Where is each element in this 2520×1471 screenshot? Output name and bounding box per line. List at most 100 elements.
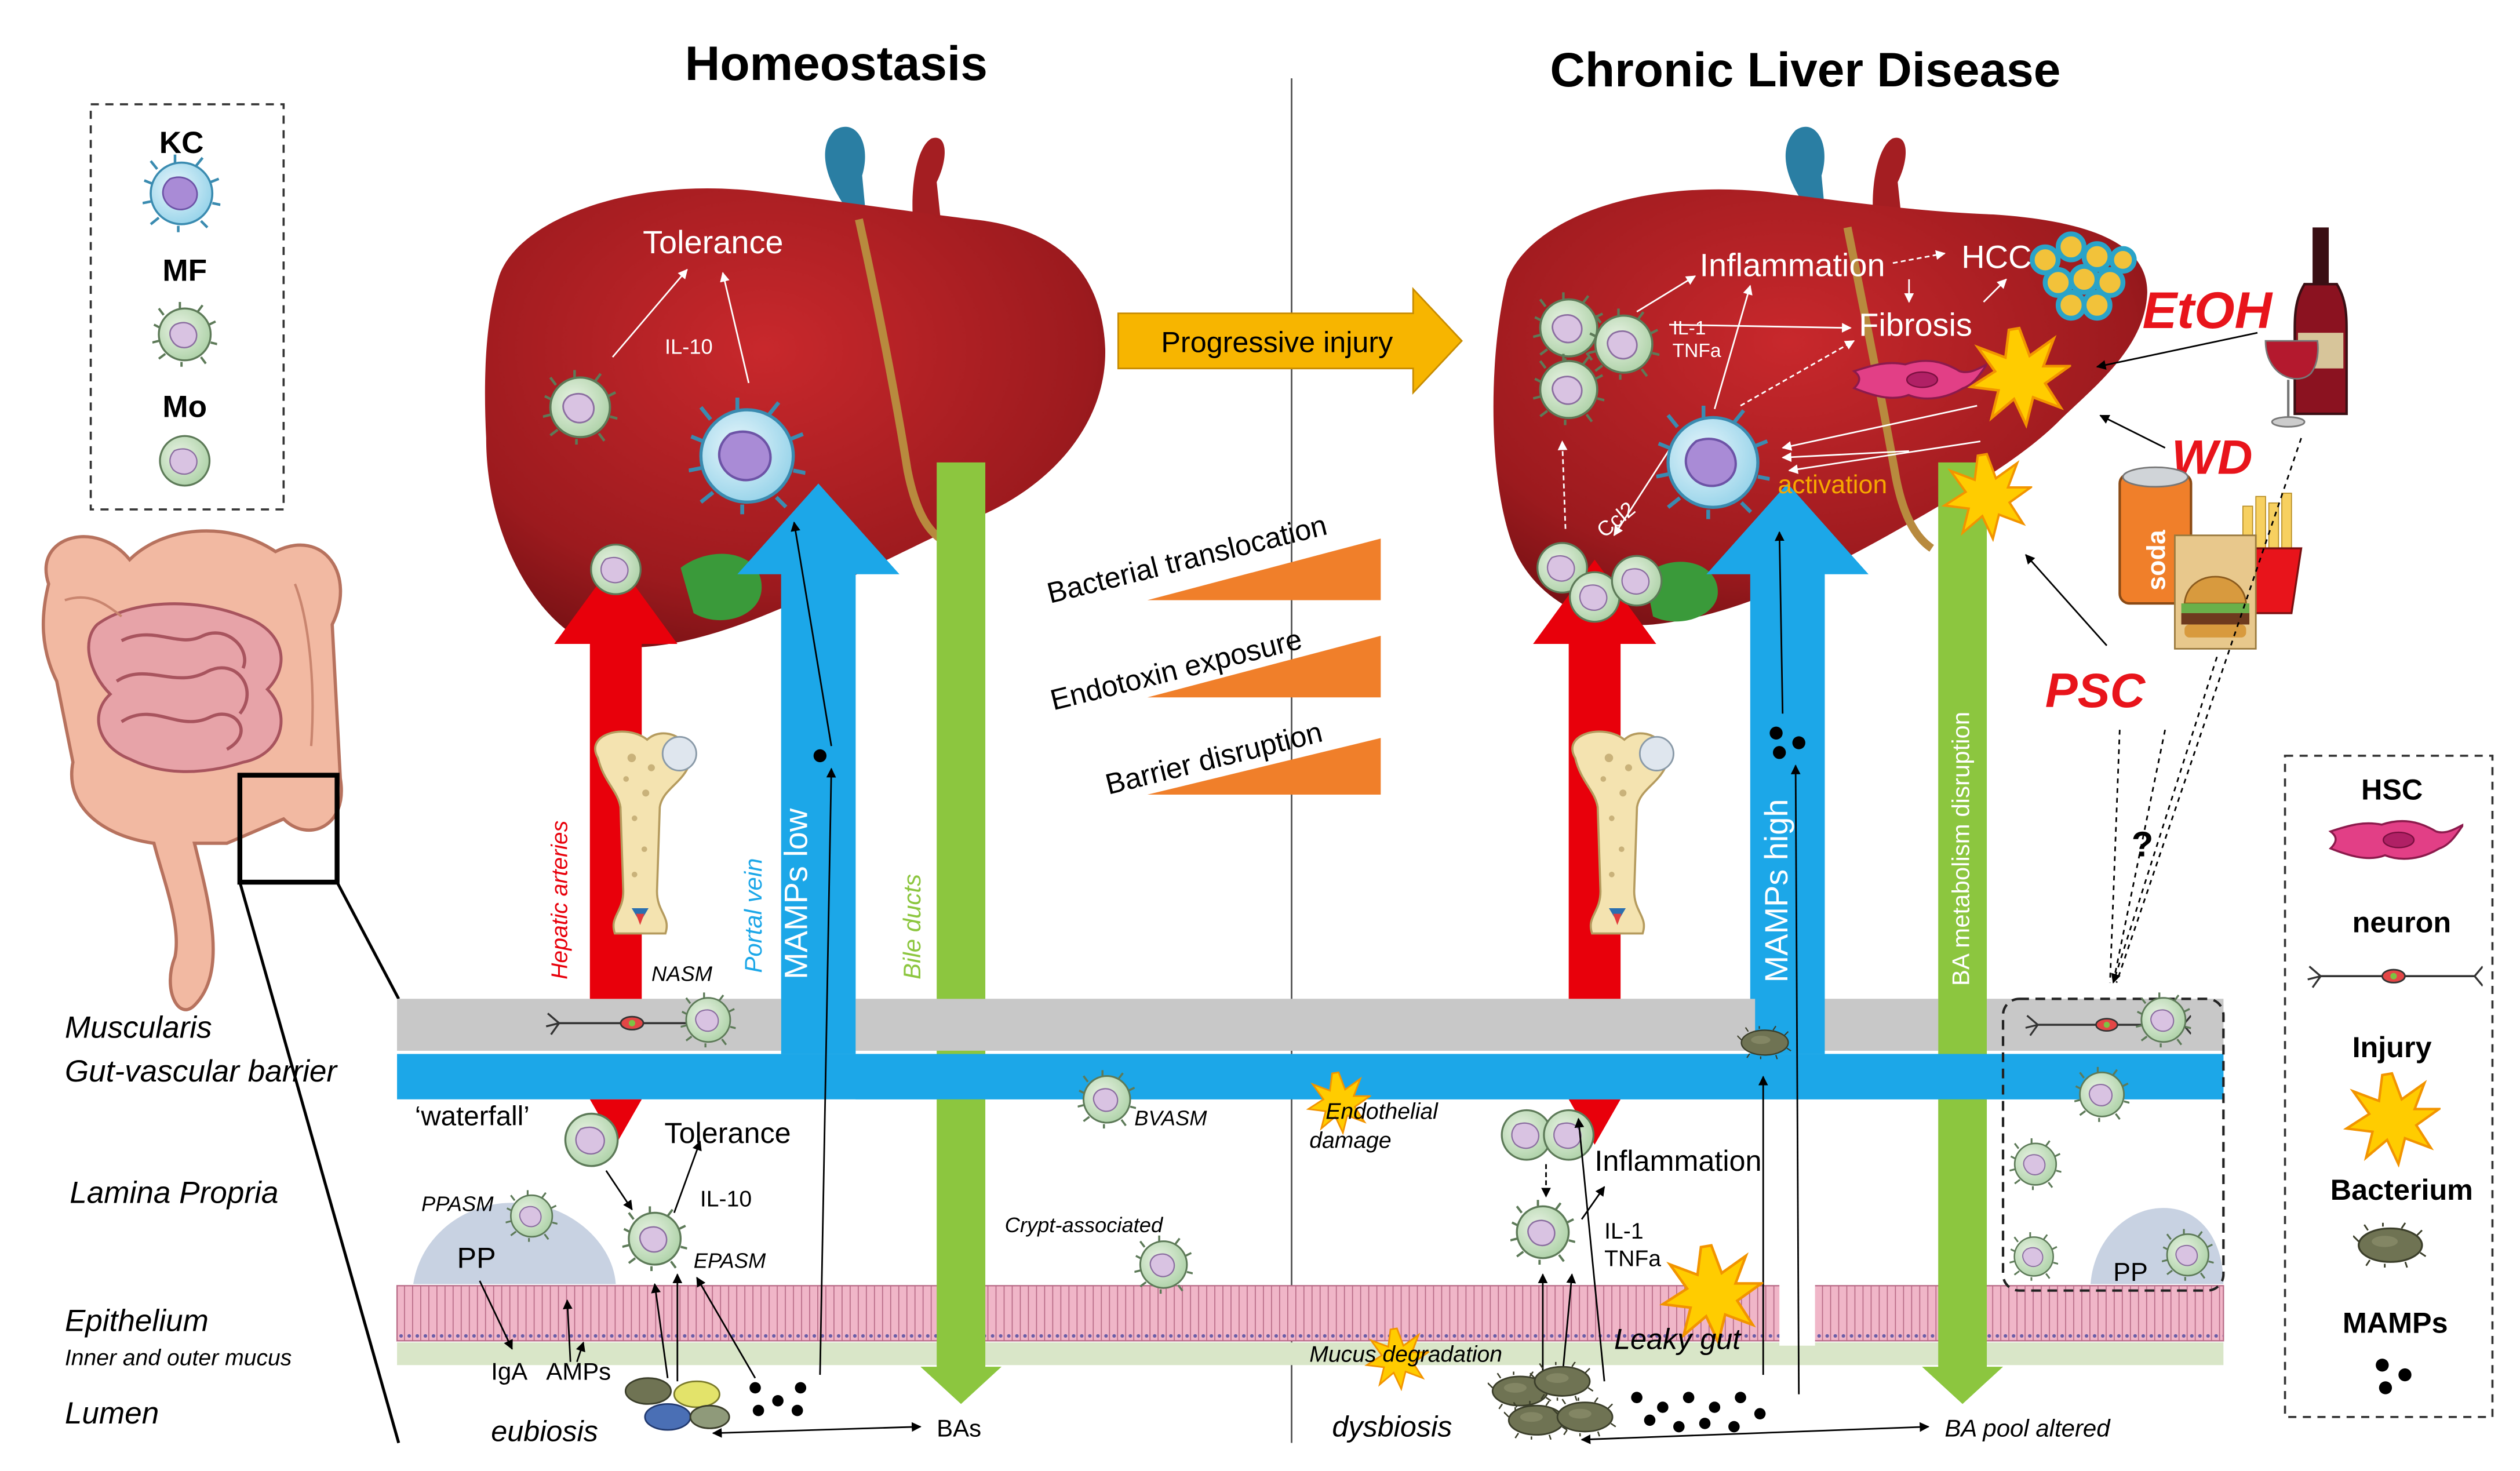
psc-region-box xyxy=(2001,997,2225,1292)
legend-kc-label: KC xyxy=(159,126,204,160)
mamps-high-label: MAMPs high xyxy=(1758,799,1794,983)
il1-liver-label: IL-1 xyxy=(1673,318,1706,339)
bvasm-label: BVASM xyxy=(1134,1106,1207,1130)
hsc-legend-icon xyxy=(2329,820,2464,860)
label-gut-vascular-barrier: Gut-vascular barrier xyxy=(65,1054,338,1088)
risk-factors: EtOH WD PSC soda xyxy=(2025,227,2348,984)
monocyte-icon xyxy=(159,435,211,487)
dysbiosis-label: dysbiosis xyxy=(1332,1410,1452,1443)
portal-vein xyxy=(781,571,856,1054)
epasm-cell xyxy=(622,1206,687,1272)
inflammation-liver-label: Inflammation xyxy=(1700,246,1885,283)
activation-label: activation xyxy=(1778,471,1887,499)
endothelial-damage-text: Endothelial xyxy=(1325,1099,1439,1124)
mamps-low-label: MAMPs low xyxy=(777,808,814,980)
legend-neuron-label: neuron xyxy=(2353,906,2452,939)
label-epithelium: Epithelium xyxy=(65,1304,209,1338)
homeostasis-vessels xyxy=(554,462,1002,1404)
bile-ducts-label: Bile ducts xyxy=(898,874,926,980)
epithelium-layer xyxy=(396,1285,2224,1342)
liver-monocyte-3 xyxy=(1611,555,1663,607)
progression-indicators: Progressive injury Bacterial translocati… xyxy=(1044,287,1463,801)
il1-gut-label: IL-1 xyxy=(1604,1219,1643,1244)
psc-macrophage-4 xyxy=(2009,1232,2059,1281)
legend-injury-label: Injury xyxy=(2353,1031,2432,1064)
gut-monocyte-2 xyxy=(1543,1109,1595,1161)
il10-liver-label: IL-10 xyxy=(665,335,713,359)
legend-hsc-label: HSC xyxy=(2361,773,2423,806)
mamps-high-path xyxy=(1737,531,1805,1394)
eubiosis-bacteria xyxy=(624,1377,730,1431)
zoom-box xyxy=(237,773,340,885)
pp-homeostasis xyxy=(413,1203,616,1284)
mamps-dots-homeostasis xyxy=(749,1382,807,1417)
amps-label: AMPs xyxy=(546,1357,611,1385)
hepatic-arteries-label: Hepatic arteries xyxy=(548,821,573,980)
disease-vessel-labels: MAMPs high BA metabolism disruption xyxy=(1758,712,1974,986)
label-lamina-propria: Lamina Propria xyxy=(70,1176,278,1210)
il10-gut-label: IL-10 xyxy=(700,1186,752,1211)
crypt-associated-label: Crypt-associated xyxy=(1005,1213,1164,1237)
homeostasis-liver-content: Tolerance IL-10 xyxy=(543,224,806,595)
soda-text: soda xyxy=(2143,529,2171,591)
psc-macrophage-3 xyxy=(2009,1138,2062,1190)
gut-macrophage-disease xyxy=(1510,1200,1575,1265)
mamps-low-path xyxy=(791,521,836,1375)
tnfa-liver-label: TNFa xyxy=(1673,340,1721,362)
waterfall-label: ‘waterfall’ xyxy=(415,1101,530,1131)
mamps-legend-icon xyxy=(2376,1359,2412,1394)
dysbiosis-bacteria xyxy=(1487,1361,1617,1440)
epasm-label: EPASM xyxy=(694,1249,766,1273)
disease-liver-content: Inflammation HCC Fibrosis IL-1 TNFa Ccl2… xyxy=(1533,238,2069,623)
iga-label: IgA xyxy=(491,1357,527,1385)
ba-metabolism-disruption-label: BA metabolism disruption xyxy=(1947,712,1974,986)
bile-duct xyxy=(937,462,986,1370)
mamps-dots-disease xyxy=(1631,1392,1766,1433)
leaky-gut-label: Leaky gut xyxy=(1614,1322,1742,1355)
progressive-injury-arrow xyxy=(1117,287,1463,395)
legend-mf-label: MF xyxy=(162,254,207,288)
bas-label: BAs xyxy=(937,1414,981,1441)
hcc-cell-cluster xyxy=(2030,231,2137,321)
label-lumen: Lumen xyxy=(65,1396,159,1430)
wine-glass-icon xyxy=(2264,340,2319,428)
liver-disease xyxy=(1493,126,2147,625)
disease-vessels xyxy=(1533,462,2004,1404)
inflammation-gut-label: Inflammation xyxy=(1594,1144,1761,1177)
label-muscularis: Muscularis xyxy=(65,1010,212,1044)
title-chronic-liver-disease: Chronic Liver Disease xyxy=(1550,42,2060,97)
tolerance-gut-label: Tolerance xyxy=(664,1116,791,1149)
mucus-layer xyxy=(397,1342,2224,1366)
eubiosis-label: eubiosis xyxy=(491,1415,598,1448)
tolerance-liver-label: Tolerance xyxy=(643,224,783,260)
mucus-degradation-label: Mucus degradation xyxy=(1309,1342,1502,1367)
monocyte-artery xyxy=(590,543,642,595)
disease-gut-content: Endothelial damage Inflammation IL-1 TNF… xyxy=(1308,992,2225,1444)
portal-vein-disease xyxy=(1750,571,1825,1054)
endothelial-damage-text-line2: damage xyxy=(1309,1128,1391,1153)
label-mucus: Inner and outer mucus xyxy=(65,1345,292,1370)
ba-pool-altered-label: BA pool altered xyxy=(1944,1414,2111,1441)
hcc-label: HCC xyxy=(1961,238,2031,275)
neuron-legend-icon xyxy=(2306,965,2483,989)
endothelial-damage-label: Endothelial damage xyxy=(1309,1099,1444,1153)
bile-duct-disease xyxy=(1938,462,1987,1370)
kupffer-cell-icon xyxy=(143,155,220,232)
macrophage-icon xyxy=(152,302,217,367)
nasm-label: NASM xyxy=(651,962,713,986)
tnfa-gut-label: TNFa xyxy=(1604,1247,1661,1272)
burger-icon xyxy=(2174,534,2257,650)
liver-homeostasis xyxy=(485,126,1106,648)
ppasm-label: PPASM xyxy=(421,1192,494,1216)
bile-duct-arrow-head xyxy=(920,1367,1002,1404)
psc-label: PSC xyxy=(2045,663,2146,718)
progressive-injury-label: Progressive injury xyxy=(1161,326,1393,359)
endotoxin-exposure-wedge xyxy=(1147,636,1381,698)
homeostasis-gut-content: NASM ‘waterfall’ Tolerance IL-10 EPASM P… xyxy=(415,962,1207,1448)
title-homeostasis: Homeostasis xyxy=(685,36,988,90)
pp-label-disease: PP xyxy=(2113,1258,2148,1287)
cell-legend: KC MF Mo xyxy=(89,103,285,511)
wine-bottle-icon xyxy=(2293,227,2348,416)
etoh-label: EtOH xyxy=(2142,281,2273,339)
